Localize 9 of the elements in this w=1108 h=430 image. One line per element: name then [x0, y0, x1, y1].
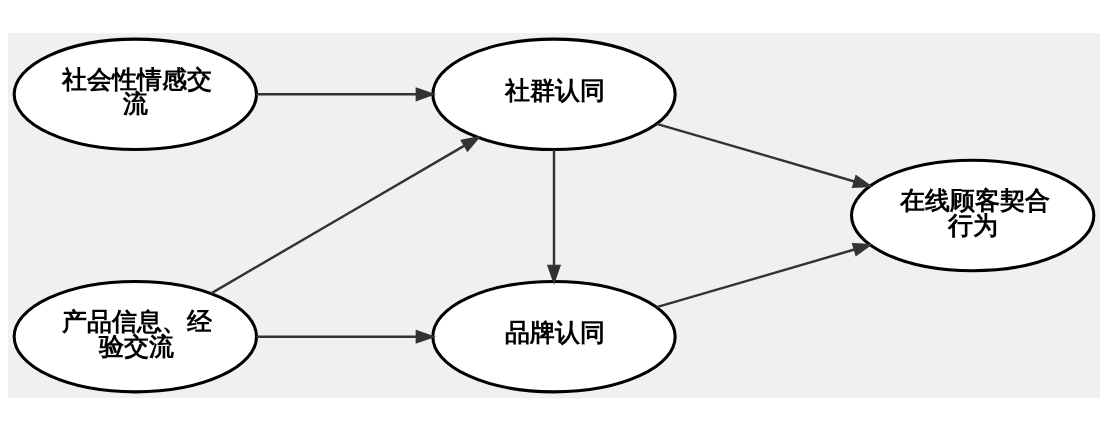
- node-ellipse: 产品信息、经验交流: [12, 279, 258, 393]
- node-ellipse: 品牌认同: [431, 279, 677, 393]
- arrow: [256, 86, 436, 101]
- arrow: [210, 135, 482, 294]
- arrow: [256, 329, 436, 344]
- arrow: [656, 122, 874, 188]
- arrow: [656, 242, 874, 308]
- node-ellipse: 社会性情感交流: [12, 37, 258, 151]
- arrow: [546, 149, 562, 285]
